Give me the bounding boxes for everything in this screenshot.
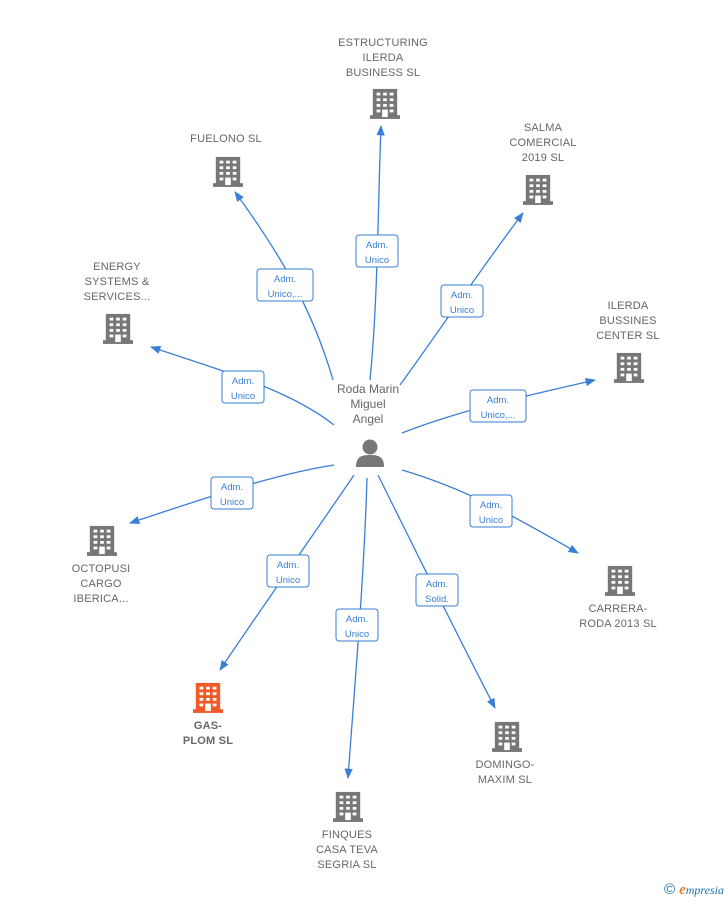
center-label-line-1: Roda Marin [337,382,399,396]
relation-text: Adm. [277,560,299,571]
company-label-line: COMERCIAL [509,137,576,149]
company-label-line: DOMINGO- [475,759,534,771]
brand-logo-text: mpresia [685,883,724,897]
center-label-line-2: Miguel [350,397,385,411]
relation-text: Unico [365,255,389,266]
building-icon [614,352,644,383]
building-icon [213,156,243,187]
relation-text: Adm. [451,290,473,301]
company-label-line: ENERGY [93,261,141,273]
relation-text: Unico,... [268,289,303,300]
relation-text: Solid. [425,594,449,605]
building-icon [193,682,223,713]
relation-badge-box [266,554,310,588]
relation-badge-estructuring[interactable]: Adm. Unico [355,234,399,268]
company-label-line: ILERDA [363,52,404,64]
relation-badge-box [355,234,399,268]
relation-badge-box [415,573,459,607]
company-node-finques[interactable]: FINQUES CASA TEVA SEGRIA SL [316,791,378,871]
company-label-line: CARGO [80,578,122,590]
relation-badge-box [335,608,379,642]
relation-badge-domingo-maxim[interactable]: Adm. Solid. [415,573,459,607]
center-person-node[interactable]: Roda Marin Miguel Angel [337,382,399,467]
company-label-line: SALMA [524,122,563,134]
relation-text: Adm. [346,614,368,625]
relation-badge-box [256,268,314,302]
relation-badge-finques[interactable]: Adm. Unico [335,608,379,642]
company-node-ilerda-bussines[interactable]: ILERDA BUSSINES CENTER SL [596,300,660,383]
relation-badge-energy[interactable]: Adm. Unico [221,370,265,404]
relation-text: Adm. [426,579,448,590]
company-node-carrera-roda[interactable]: CARRERA- RODA 2013 SL [579,565,657,630]
center-label-line-3: Angel [353,412,384,426]
relation-badge-gas-plom[interactable]: Adm. Unico [266,554,310,588]
relation-text: Adm. [487,395,509,406]
relation-badge-carrera-roda[interactable]: Adm. Unico [469,494,513,528]
company-label-line: PLOM SL [183,735,233,747]
company-label-line: CARRERA- [588,603,647,615]
company-node-fuelono[interactable]: FUELONO SL [190,133,262,187]
building-icon [87,525,117,556]
company-label-line: SERVICES... [84,291,151,303]
relation-text: Adm. [232,376,254,387]
building-icon [103,313,133,344]
building-icon [523,174,553,205]
company-label-line: FUELONO SL [190,133,262,145]
company-node-gas-plom[interactable]: GAS- PLOM SL [183,682,233,747]
relation-text: Unico,... [481,410,516,421]
relation-badge-octopusi[interactable]: Adm. Unico [210,476,254,510]
building-icon [333,791,363,822]
company-label-line: IBERICA... [73,593,128,605]
company-label-line: BUSINESS SL [346,67,420,79]
relation-badge-box [221,370,265,404]
company-label-line: 2019 SL [522,152,564,164]
company-node-salma[interactable]: SALMA COMERCIAL 2019 SL [509,122,576,205]
relation-badge-box [469,494,513,528]
relation-text: Unico [345,629,369,640]
company-label-line: SEGRIA SL [317,859,376,871]
nodes-layer: ESTRUCTURING ILERDA BUSINESS SL FUELONO SL S… [72,37,660,871]
company-label-line: ESTRUCTURING [338,37,428,49]
relation-text: Unico [276,575,300,586]
company-label-line: BUSSINES [599,315,656,327]
brand-logo-initial: e [679,882,686,898]
company-node-octopusi[interactable]: OCTOPUSI CARGO IBERICA... [72,525,131,605]
company-label-line: ILERDA [608,300,649,312]
company-label-line: OCTOPUSI [72,563,131,575]
company-label-line: CASA TEVA [316,844,378,856]
building-icon [370,88,400,119]
building-icon [492,721,522,752]
company-label-line: MAXIM SL [478,774,532,786]
relation-badge-salma[interactable]: Adm. Unico [440,284,484,318]
company-label-line: SYSTEMS & [85,276,150,288]
relation-text: Unico [479,515,503,526]
company-label-line: RODA 2013 SL [579,618,657,630]
copyright-icon: © [664,881,676,898]
edges-layer: Adm.UnicoAdm.Unico,...Adm.UnicoAdm.Unico… [129,124,597,780]
relation-badge-ilerda-bussines[interactable]: Adm. Unico,... [469,389,527,423]
relation-text: Adm. [480,500,502,511]
relation-badge-box [210,476,254,510]
relation-text: Adm. [366,240,388,251]
building-icon [605,565,635,596]
relation-text: Unico [450,305,474,316]
relation-text: Unico [220,497,244,508]
relation-badge-fuelono[interactable]: Adm. Unico,... [256,268,314,302]
company-node-domingo-maxim[interactable]: DOMINGO- MAXIM SL [475,721,534,786]
company-label-line: CENTER SL [596,330,660,342]
relation-text: Adm. [274,274,296,285]
person-icon [356,439,384,467]
company-node-energy[interactable]: ENERGY SYSTEMS & SERVICES... [84,261,151,344]
relation-text: Unico [231,391,255,402]
company-label-line: FINQUES [322,829,372,841]
relation-text: Adm. [221,482,243,493]
relation-badge-box [440,284,484,318]
company-label-line: GAS- [194,720,222,732]
brand-footer: ©empresia [664,881,724,899]
relation-badge-box [469,389,527,423]
company-node-estructuring[interactable]: ESTRUCTURING ILERDA BUSINESS SL [338,37,428,119]
